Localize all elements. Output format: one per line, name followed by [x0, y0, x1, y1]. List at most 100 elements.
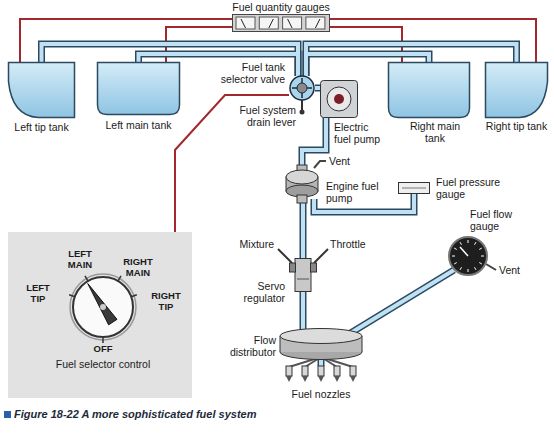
fuel-tank: Right main tank — [388, 62, 470, 118]
node-label: Flow distributor — [220, 334, 276, 358]
selector-valve-part — [297, 83, 307, 93]
electric-pump: Electric fuel pump — [320, 80, 358, 118]
fuel-nozzles-part — [318, 366, 324, 376]
fuel-line — [301, 292, 305, 330]
node-label: Fuel pressure gauge — [436, 176, 508, 200]
part-label: Throttle — [330, 238, 376, 250]
node-label: Left tip tank — [3, 121, 80, 133]
fuel-nozzles: Fuel nozzles — [281, 366, 361, 386]
fuel-line — [302, 118, 326, 165]
connector-group — [42, 44, 517, 366]
fuel-tank-part — [9, 63, 75, 118]
node-label: Fuel selector control — [48, 358, 158, 370]
part-label: Mixture — [228, 238, 274, 250]
servo-regulator-part — [290, 263, 296, 272]
gauge-panel-part — [306, 17, 325, 29]
throttle-lever — [314, 249, 328, 263]
fuel-tank-shape — [485, 62, 548, 118]
vent-tube — [314, 161, 326, 168]
fuel-tank-shape — [8, 62, 75, 118]
fuel-tank: Left main tank — [97, 62, 180, 115]
selector-control: LEFT MAINRIGHT MAINLEFT TIPRIGHT TIPOFFF… — [8, 232, 192, 398]
fuel-line-outline — [315, 85, 320, 92]
flow-gauge-shape — [448, 236, 488, 276]
selector-valve: Fuel tank selector valve — [289, 75, 315, 101]
node-label: Fuel tank selector valve — [213, 61, 285, 85]
pressure-gauge: Fuel pressure gauge — [398, 182, 430, 194]
flow-distributor: Flow distributor — [279, 328, 363, 360]
node-label: OFF — [83, 343, 123, 354]
caption-marker — [4, 411, 11, 418]
part-label: Fuel system drain lever — [234, 104, 296, 128]
fuel-nozzles-part — [350, 376, 356, 382]
node-label: Right main tank — [400, 120, 470, 144]
servo-regulator-shape — [289, 258, 317, 292]
electric-pump-part — [334, 94, 344, 104]
fuel-line-outline — [300, 292, 307, 330]
fuel-line — [315, 86, 320, 90]
flow-distributor-part — [280, 336, 281, 352]
fuel-line-outline — [302, 118, 326, 165]
fuel-tank: Right tip tank — [485, 62, 548, 118]
fuel-nozzles-part — [318, 376, 324, 382]
engine-pump-shape — [284, 165, 320, 203]
flow-gauge-part — [479, 248, 482, 250]
vent-tube — [486, 264, 496, 270]
flow-gauge-part — [452, 256, 455, 257]
selector-control-part — [73, 277, 133, 337]
node-label: Left main tank — [97, 119, 180, 131]
electric-pump-part — [321, 81, 358, 118]
selector-control-part — [70, 274, 136, 340]
gauge-panel-part — [233, 15, 330, 32]
fuel-tank: Left tip tank — [8, 62, 75, 118]
pressure-gauge-part — [402, 188, 426, 189]
node-label: RIGHT TIP — [146, 290, 186, 312]
engine-pump-part — [297, 195, 307, 203]
node-label: Fuel quantity gauges — [222, 1, 340, 13]
flow-gauge: Fuel flow gauge — [448, 236, 488, 276]
selector-control-part — [85, 276, 88, 281]
drain-lever — [301, 100, 303, 110]
gauge-panel-part — [288, 19, 293, 28]
fuel-nozzles-shape — [281, 366, 361, 386]
selector-control-part — [100, 304, 106, 310]
selector-control-part — [69, 295, 75, 297]
gauge-panel: Fuel quantity gauges — [232, 14, 330, 32]
selector-control-shape — [8, 232, 192, 398]
fuel-nozzles-part — [350, 366, 356, 376]
flow-gauge-part — [460, 267, 462, 270]
flow-distributor-shape — [279, 328, 363, 360]
fuel-nozzles-part — [302, 376, 308, 382]
fuel-nozzles-part — [286, 376, 292, 382]
flow-gauge-part — [479, 263, 482, 265]
gauge-panel-shape — [232, 14, 330, 32]
flow-distributor-part — [280, 329, 362, 344]
pressure-gauge-part — [399, 183, 430, 194]
selector-valve-shape — [289, 75, 315, 101]
servo-regulator: Servo regulator — [289, 258, 317, 292]
flow-gauge-part — [454, 248, 457, 250]
fuel-tank-part — [98, 63, 180, 115]
node-label: LEFT MAIN — [60, 248, 100, 270]
node-label: Engine fuel pump — [326, 180, 392, 204]
flow-gauge-part — [460, 247, 468, 256]
gauge-panel-part — [236, 17, 255, 29]
drain-lever-knob — [300, 110, 305, 115]
electric-pump-part — [327, 87, 351, 111]
fuel-nozzles-part — [286, 366, 292, 376]
flow-gauge-part — [468, 269, 469, 272]
engine-pump-part — [286, 170, 318, 184]
selector-control-part — [88, 284, 117, 325]
fuel-line-outline — [349, 270, 454, 334]
fuel-nozzles-part — [334, 376, 340, 382]
fuel-tank-shape — [388, 62, 470, 118]
fuel-line — [301, 203, 305, 258]
gauge-panel-part — [315, 19, 320, 28]
fuel-line-outline — [300, 203, 307, 258]
fuel-tank-shape — [97, 62, 180, 115]
fuel-nozzles-part — [334, 366, 340, 376]
gauge-panel-part — [269, 19, 274, 28]
gauge-panel-part — [283, 17, 302, 29]
gauge-panel-part — [241, 19, 246, 28]
servo-regulator-part — [311, 263, 317, 272]
